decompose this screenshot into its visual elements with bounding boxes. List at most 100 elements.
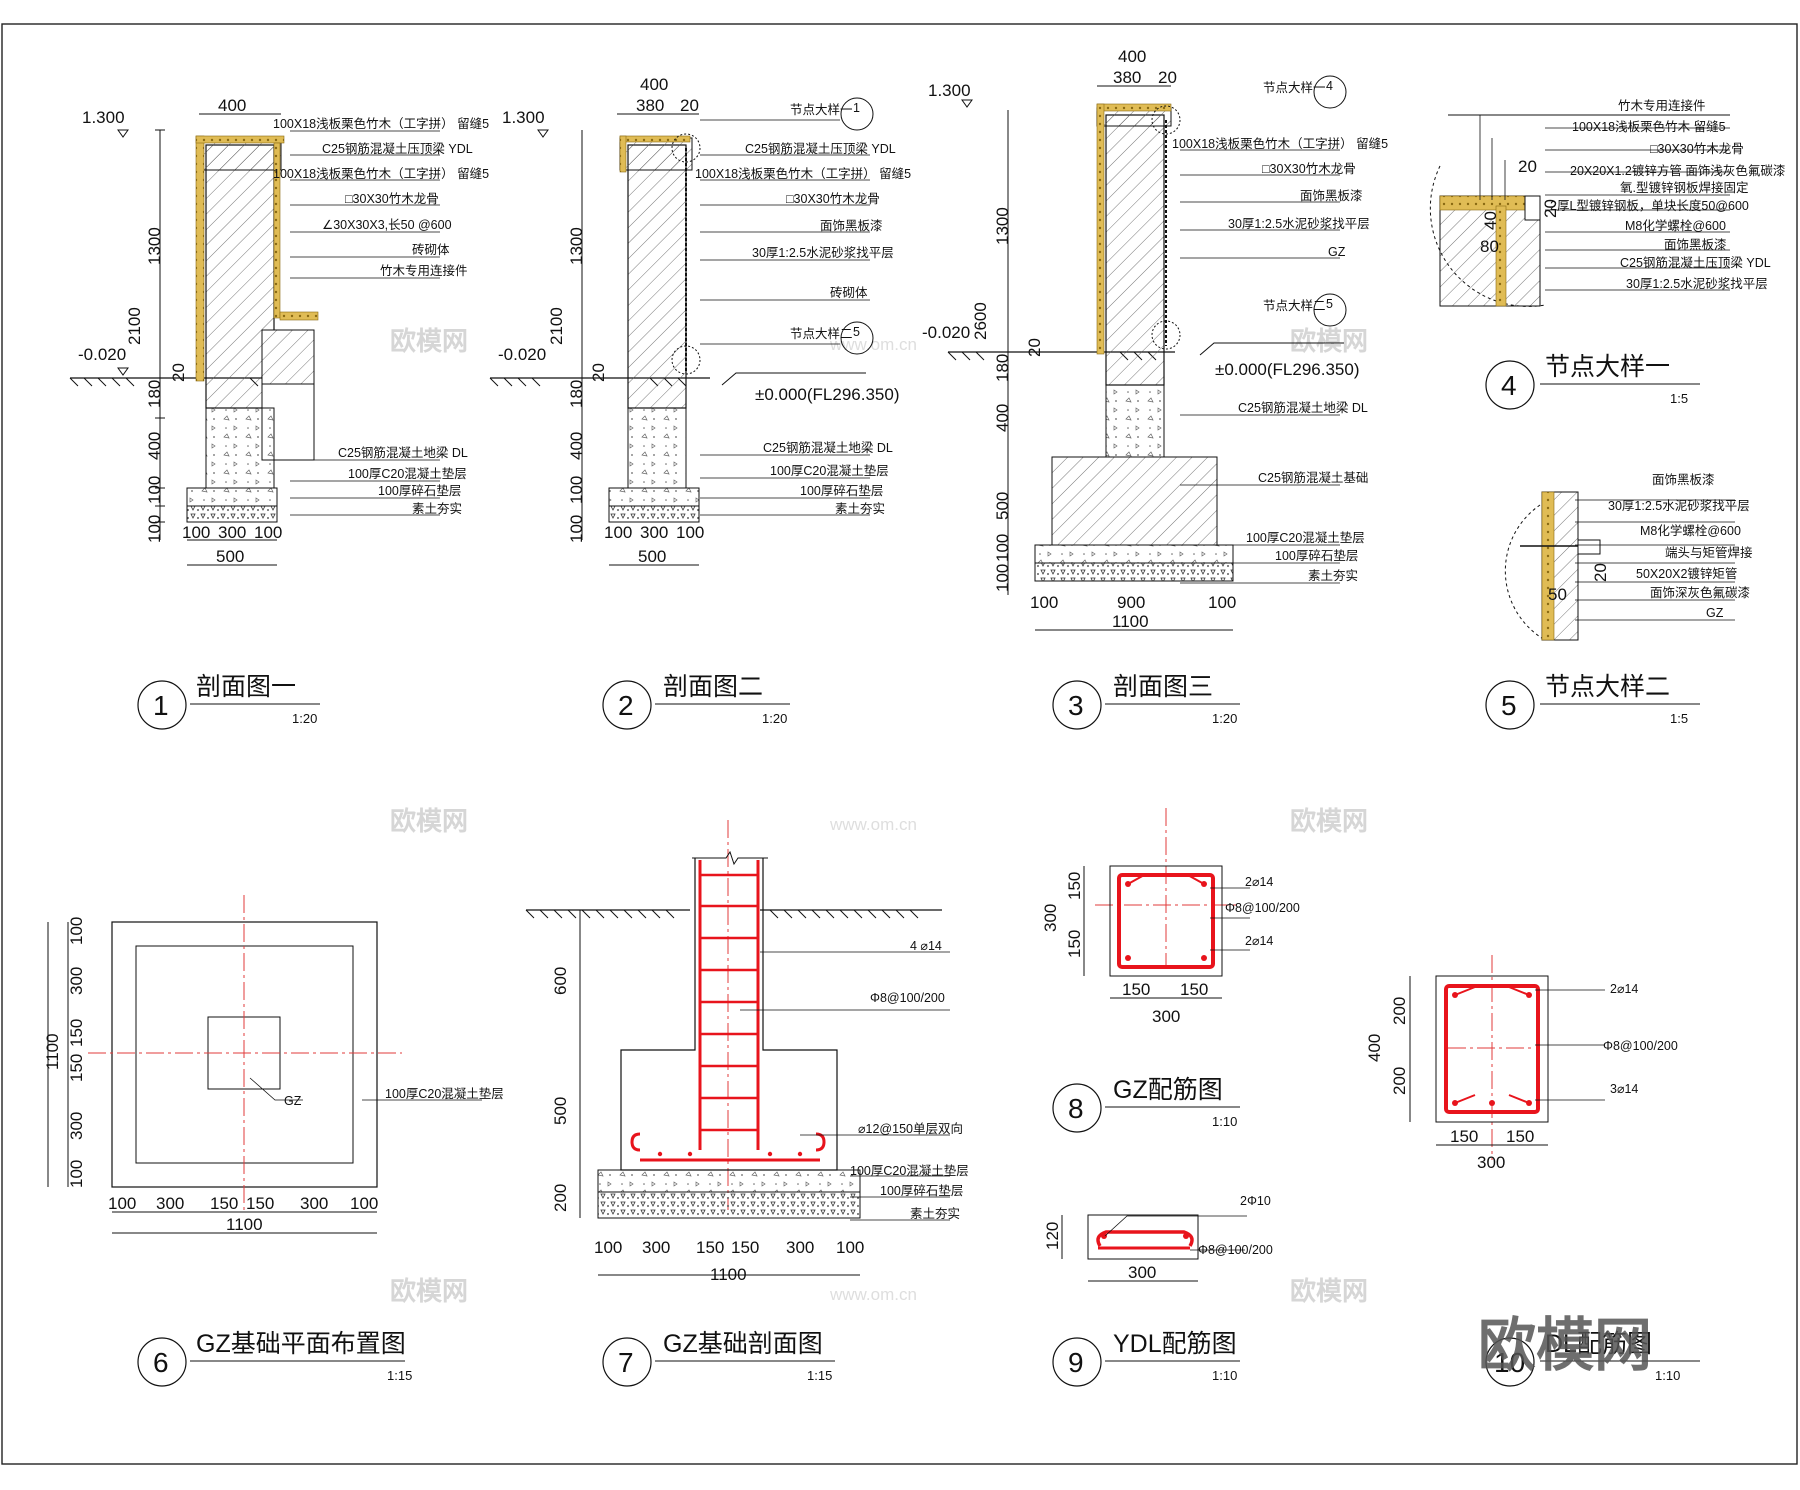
svg-text:1:10: 1:10 xyxy=(1655,1368,1680,1383)
svg-text:30厚1:2.5水泥砂浆找平层: 30厚1:2.5水泥砂浆找平层 xyxy=(1608,498,1750,513)
detail-4-drawing xyxy=(1429,114,1730,307)
svg-text:5: 5 xyxy=(1326,297,1333,311)
s7-dim-bottom: 300 xyxy=(786,1238,814,1257)
svg-text:C25钢筋混凝土地梁 DL: C25钢筋混凝土地梁 DL xyxy=(338,445,468,460)
drawing-number-circle xyxy=(1485,1337,1535,1387)
s3-dim-bottom: 100 xyxy=(1208,593,1236,612)
s3-dim-v: 20 xyxy=(1025,338,1044,357)
section-2-labels: C25钢筋混凝土压顶梁 YDL 100X18浅板栗色竹木（工字拼） 留缝5 □3… xyxy=(695,141,911,516)
svg-text:C25钢筋混凝土地梁 DL: C25钢筋混凝土地梁 DL xyxy=(1238,400,1368,415)
elevation-zero: ±0.000(FL296.350) xyxy=(755,385,899,404)
d10-dim-left: 200 xyxy=(1390,1067,1409,1095)
drawing-title: 剖面图一 xyxy=(196,673,296,701)
p6-label: 100厚C20混凝土垫层 xyxy=(385,1086,504,1101)
svg-text:2: 2 xyxy=(618,690,634,721)
svg-text:2Φ10: 2Φ10 xyxy=(1240,1194,1271,1208)
section-1-title-block: 1 剖面图一 1:20 xyxy=(137,673,320,730)
svg-text:1:10: 1:10 xyxy=(1212,1114,1237,1129)
svg-text:2厚L型镀锌钢板，单块长度50@600: 2厚L型镀锌钢板，单块长度50@600 xyxy=(1550,198,1749,213)
ydl-9-labels: 2Φ10 Φ8@100/200 xyxy=(1198,1194,1273,1257)
s3-dim-top: 20 xyxy=(1158,68,1177,87)
svg-text:100厚C20混凝土垫层: 100厚C20混凝土垫层 xyxy=(770,463,889,478)
svg-text:⌀12@150单层双向: ⌀12@150单层双向 xyxy=(858,1121,963,1136)
section-2-callouts: 节点大样一 1 节点大样二 5 xyxy=(790,101,860,341)
svg-text:7: 7 xyxy=(618,1347,634,1378)
svg-text:素土夯实: 素土夯实 xyxy=(1308,568,1358,583)
d10-dim-bottom: 150 xyxy=(1506,1127,1534,1146)
s2-dim-v: 100 xyxy=(567,515,586,543)
section-2-title-block: 2 剖面图二 1:20 xyxy=(602,673,790,730)
p6-dim-bottom-total: 1100 xyxy=(226,1215,263,1234)
s7-dim-bottom: 100 xyxy=(836,1238,864,1257)
gz-8-labels: 2⌀14 Φ8@100/200 2⌀14 xyxy=(1225,875,1300,948)
section-2-drawing xyxy=(489,97,874,566)
svg-text:1: 1 xyxy=(853,101,860,115)
plan-6-title-block: 6 GZ基础平面布置图 1:15 xyxy=(137,1330,412,1387)
p6-dim-bottom: 300 xyxy=(156,1194,184,1213)
section-3-drawing xyxy=(947,75,1347,631)
d10-dim-bottom: 150 xyxy=(1450,1127,1478,1146)
svg-text:节点大样二: 节点大样二 xyxy=(790,326,853,341)
s2-dim-bottom: 300 xyxy=(640,523,668,542)
g8-dim-bottom-total: 300 xyxy=(1152,1007,1180,1026)
dl-10-drawing xyxy=(1409,955,1605,1160)
section-7-drawing xyxy=(525,820,950,1276)
svg-text:3⌀14: 3⌀14 xyxy=(1610,1082,1638,1096)
p6-dim-left: 300 xyxy=(67,967,86,995)
svg-text:100X18浅板栗色竹木（工字拼） 留缝5: 100X18浅板栗色竹木（工字拼） 留缝5 xyxy=(273,166,489,181)
section-1-labels: 100X18浅板栗色竹木（工字拼） 留缝5 C25钢筋混凝土压顶梁 YDL 10… xyxy=(273,116,489,516)
svg-text:端头与矩管焊接: 端头与矩管焊接 xyxy=(1665,545,1753,560)
svg-text:6: 6 xyxy=(153,1347,169,1378)
svg-text:素土夯实: 素土夯实 xyxy=(412,501,462,516)
p6-dim-bottom: 300 xyxy=(300,1194,328,1213)
s2-dim-v: 20 xyxy=(589,363,608,382)
s2-dim-v: 400 xyxy=(567,432,586,460)
p6-dim-bottom: 150 xyxy=(246,1194,274,1213)
elevation-ground: -0.020 xyxy=(922,323,970,342)
svg-text:100X18浅板栗色竹木（工字拼） 留缝5: 100X18浅板栗色竹木（工字拼） 留缝5 xyxy=(273,116,489,131)
drawing-title: 节点大样一 xyxy=(1545,353,1670,381)
d10-dim-left-total: 400 xyxy=(1365,1034,1384,1062)
s7-dim-left: 200 xyxy=(551,1184,570,1212)
s2-dim-bottom: 100 xyxy=(604,523,632,542)
s3-dim-bottom: 100 xyxy=(1030,593,1058,612)
drawing-title: 剖面图三 xyxy=(1113,673,1213,701)
s3-dim-top: 400 xyxy=(1118,47,1146,66)
svg-text:9: 9 xyxy=(1068,1347,1084,1378)
g8-dim-left: 150 xyxy=(1065,872,1084,900)
ydl-9-drawing xyxy=(1061,1214,1247,1282)
s2-dim-top: 400 xyxy=(640,75,668,94)
drawing-number-circle xyxy=(137,1337,187,1387)
elevation-ground: -0.020 xyxy=(78,345,126,364)
svg-text:100厚碎石垫层: 100厚碎石垫层 xyxy=(800,483,883,498)
svg-text:30厚1:2.5水泥砂浆找平层: 30厚1:2.5水泥砂浆找平层 xyxy=(1228,216,1370,231)
s3-dim-bottom: 1100 xyxy=(1112,612,1149,631)
svg-text:Φ8@100/200: Φ8@100/200 xyxy=(1603,1039,1678,1053)
s2-dim-top: 20 xyxy=(680,96,699,115)
s1-dim-bottom: 100 xyxy=(182,523,210,542)
svg-text:砖砌体: 砖砌体 xyxy=(412,242,450,257)
s3-dim-v: 1300 xyxy=(993,207,1012,245)
p6-dim-bottom: 100 xyxy=(350,1194,378,1213)
drawing-number-circle xyxy=(1485,360,1535,410)
svg-text:C25钢筋混凝土压顶梁 YDL: C25钢筋混凝土压顶梁 YDL xyxy=(322,141,473,156)
svg-text:1:20: 1:20 xyxy=(1212,711,1237,726)
svg-text:100X18浅板栗色竹木（工字拼） 留缝5: 100X18浅板栗色竹木（工字拼） 留缝5 xyxy=(695,166,911,181)
svg-text:面饰黑板漆: 面饰黑板漆 xyxy=(1664,237,1727,252)
svg-text:节点大样一: 节点大样一 xyxy=(790,102,853,117)
g8-dim-left: 150 xyxy=(1065,930,1084,958)
svg-text:100厚碎石垫层: 100厚碎石垫层 xyxy=(880,1183,963,1198)
p6-dim-bottom: 100 xyxy=(108,1194,136,1213)
s2-dim-v: 100 xyxy=(567,476,586,504)
watermark-brand: 欧模网 xyxy=(1290,806,1368,836)
watermark-brand: 欧模网 xyxy=(390,1276,468,1306)
svg-text:2⌀14: 2⌀14 xyxy=(1610,982,1638,996)
svg-text:10: 10 xyxy=(1494,1347,1525,1378)
svg-text:30厚1:2.5水泥砂浆找平层: 30厚1:2.5水泥砂浆找平层 xyxy=(752,245,894,260)
svg-text:C25钢筋混凝土地梁 DL: C25钢筋混凝土地梁 DL xyxy=(763,440,893,455)
svg-text:1:15: 1:15 xyxy=(807,1368,832,1383)
s1-dim-v: 400 xyxy=(145,432,164,460)
svg-text:5: 5 xyxy=(1501,690,1517,721)
s3-dim-v: 500 xyxy=(993,492,1012,520)
brand-watermark-large: 欧模网 xyxy=(1478,1313,1652,1378)
